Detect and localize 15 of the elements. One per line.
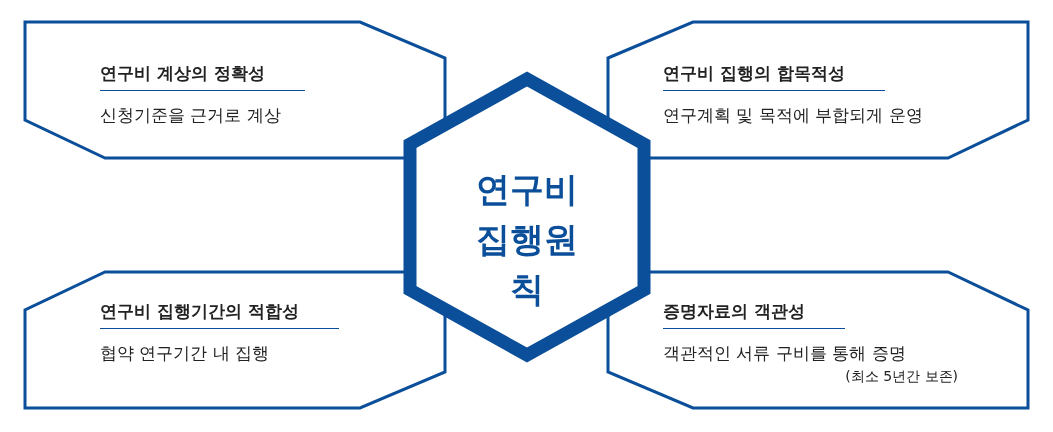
info-box bbox=[608, 272, 1028, 408]
box-heading: 연구비 집행의 합목적성 bbox=[663, 62, 885, 91]
info-box bbox=[608, 22, 1028, 158]
info-box bbox=[25, 22, 445, 158]
center-title: 연구비 집행원칙 bbox=[475, 168, 579, 311]
description: 연구계획 및 목적에 부합되게 운영 bbox=[663, 104, 923, 127]
description: 객관적인 서류 구비를 통해 증명 bbox=[663, 342, 906, 365]
description: 협약 연구기간 내 집행 bbox=[100, 342, 270, 365]
box-heading: 증명자료의 객관성 bbox=[663, 300, 845, 329]
info-box bbox=[25, 272, 445, 408]
box-heading: 연구비 계상의 정확성 bbox=[100, 62, 305, 91]
box-heading: 연구비 집행기간의 적합성 bbox=[100, 300, 339, 329]
note: (최소 5년간 보존) bbox=[845, 368, 958, 386]
description: 신청기준을 근거로 계상 bbox=[100, 104, 281, 127]
hexagon bbox=[403, 72, 651, 362]
